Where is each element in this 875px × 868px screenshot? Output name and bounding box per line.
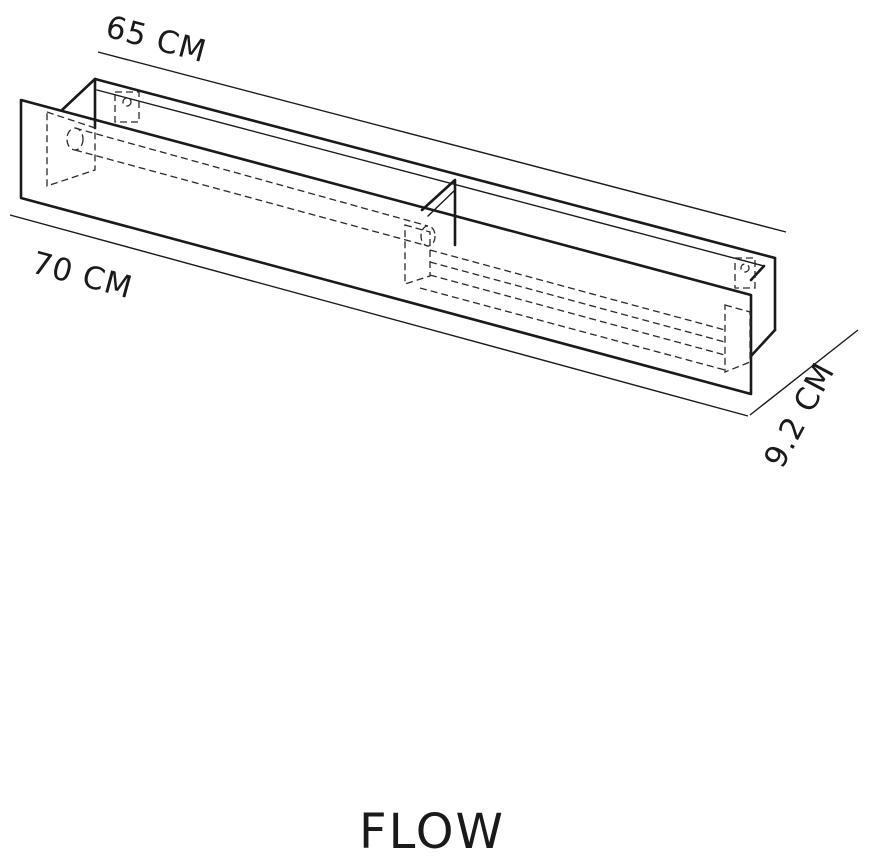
left-mounting-bracket: [114, 91, 140, 123]
middle-divider: [420, 178, 457, 247]
dimension-label-inner-length: 65 CM: [102, 9, 211, 70]
right-inner-panel-hidden: [724, 304, 751, 373]
rod-top-hidden: [74, 127, 429, 227]
middle-divider-inner-edge: [427, 189, 456, 217]
back-panel-top-inner-edge: [96, 89, 765, 267]
back-panel-top-edge: [93, 77, 777, 260]
right-mounting-bracket: [734, 257, 756, 289]
front-panel: [19, 98, 753, 396]
center-support-hidden: [404, 224, 431, 285]
shelf-body: [19, 77, 777, 396]
dimension-line-outer-length: [9, 214, 749, 417]
rod-middle-end: [420, 225, 436, 247]
left-keyhole-icon: [122, 97, 132, 107]
right-keyhole-icon: [740, 263, 750, 273]
dimension-label-depth: 9.2 CM: [757, 357, 842, 474]
right-compartment-line-4: [419, 287, 726, 371]
dimension-line-depth: [749, 329, 859, 416]
right-side-bottom-edge: [749, 328, 777, 358]
left-side-top-edge: [60, 77, 97, 112]
hidden-details: [46, 91, 756, 373]
right-compartment-line-1: [429, 249, 726, 331]
left-inner-panel-hidden: [46, 111, 96, 187]
right-compartment-line-2: [429, 261, 726, 343]
dimension-label-outer-length: 70 CM: [28, 245, 137, 306]
rod-bottom-hidden: [74, 149, 429, 247]
dimension-line-inner-length: [97, 51, 787, 233]
right-compartment-line-3: [429, 274, 726, 356]
rod-left-end: [66, 127, 84, 151]
right-side-top-edge: [749, 264, 766, 282]
product-name: FLOW: [359, 804, 505, 860]
